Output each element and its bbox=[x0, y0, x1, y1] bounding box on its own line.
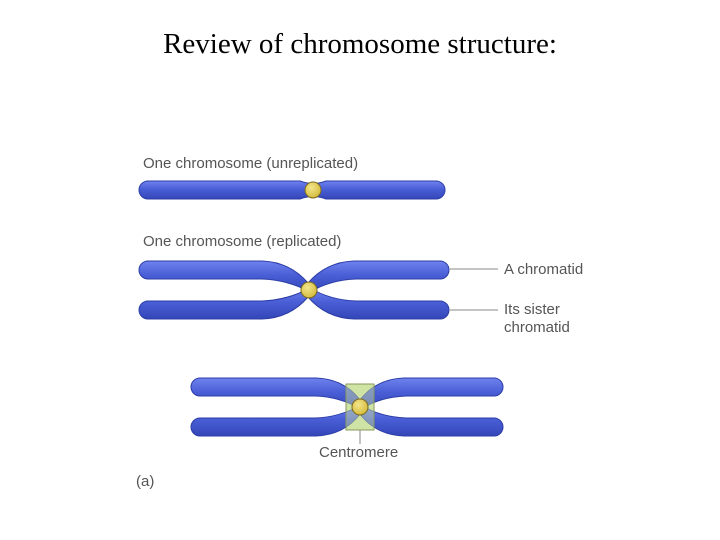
unreplicated-chromosome bbox=[138, 180, 446, 200]
centromere-dot bbox=[304, 181, 322, 199]
chromatid-upper bbox=[138, 260, 450, 293]
label-sister-line1: Its sister bbox=[504, 301, 560, 318]
centromere-dot bbox=[300, 281, 318, 299]
centromere-detail-chromosome bbox=[190, 377, 504, 437]
label-unreplicated: One chromosome (unreplicated) bbox=[143, 155, 358, 172]
label-replicated: One chromosome (replicated) bbox=[143, 233, 341, 250]
chromatid-lower bbox=[138, 287, 450, 320]
replicated-chromosome bbox=[138, 260, 450, 320]
label-centromere: Centromere bbox=[319, 444, 398, 461]
panel-label: (a) bbox=[136, 473, 154, 490]
label-chromatid: A chromatid bbox=[504, 261, 583, 278]
label-sister-line2: chromatid bbox=[504, 319, 570, 336]
centromere-dot bbox=[351, 398, 369, 416]
slide-title: Review of chromosome structure: bbox=[163, 28, 557, 60]
